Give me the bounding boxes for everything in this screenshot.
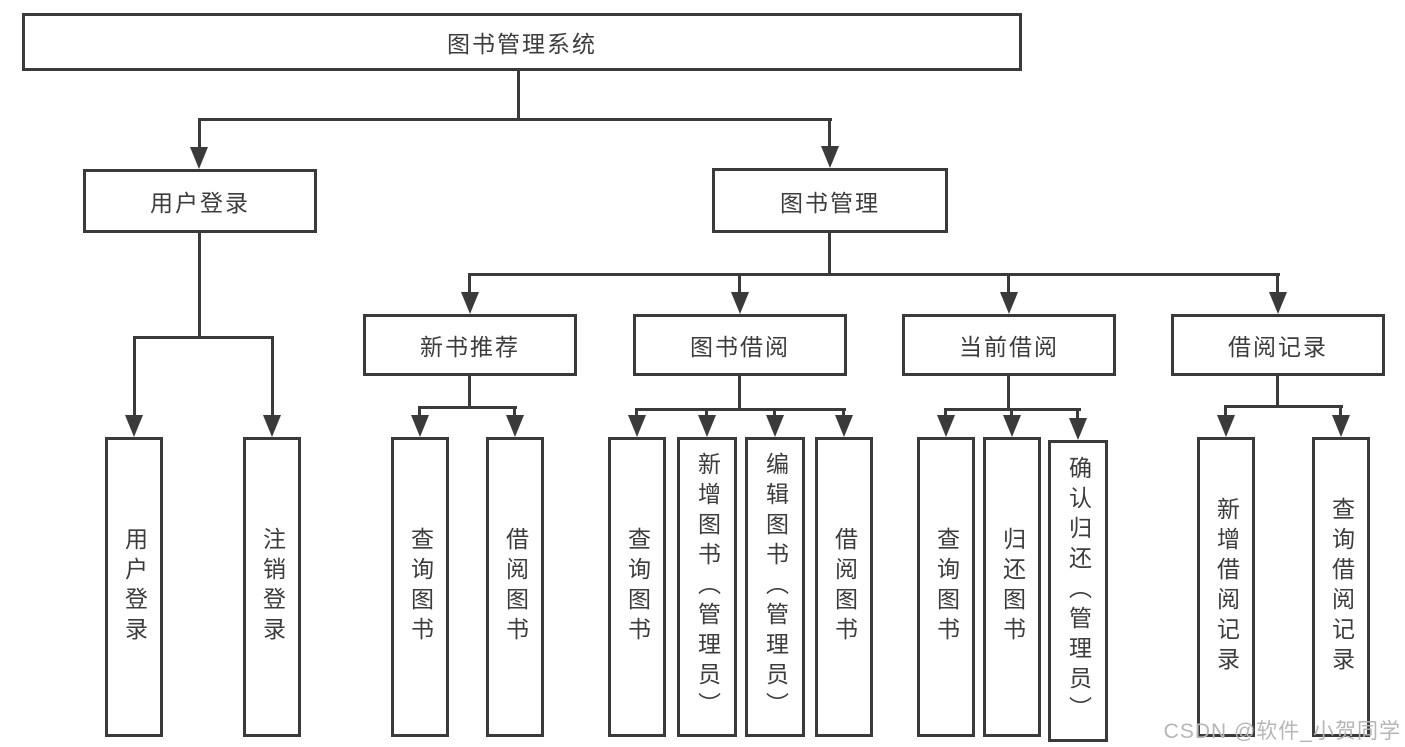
edge-to-leaf-user-login xyxy=(133,336,136,417)
leaf-records-query-record: 查询借阅记录 xyxy=(1312,437,1370,737)
edge-book-management-stem xyxy=(828,233,831,273)
node-current-borrow: 当前借阅 xyxy=(902,314,1116,376)
leaf-borrow-borrow-books-label: 借阅图书 xyxy=(831,527,858,647)
edge-to-user-login xyxy=(198,118,201,149)
leaf-current-confirm-return-admin-label: 确认归还（管理员） xyxy=(1065,456,1092,726)
edge-records-split xyxy=(1224,405,1343,408)
arrowhead-book-management xyxy=(821,146,839,168)
edge-to-book-borrow xyxy=(738,273,741,295)
leaf-records-query-record-label: 查询借阅记录 xyxy=(1328,497,1355,677)
leaf-recommend-query-books-label: 查询图书 xyxy=(407,527,434,647)
leaf-logout-label: 注销登录 xyxy=(259,527,286,647)
leaf-current-return-books-label: 归还图书 xyxy=(999,527,1026,647)
leaf-borrow-query-books-label: 查询图书 xyxy=(624,527,651,647)
leaf-user-login: 用户登录 xyxy=(105,437,163,737)
node-book-borrow-label: 图书借阅 xyxy=(690,334,790,360)
edge-recommend-split xyxy=(418,406,517,409)
leaf-recommend-borrow-books-label: 借阅图书 xyxy=(502,527,529,647)
arrowhead-records-add xyxy=(1217,415,1235,437)
arrowhead-new-book-recommend xyxy=(461,292,479,314)
node-root-label: 图书管理系统 xyxy=(447,31,597,57)
edge-borrow-split xyxy=(635,408,846,411)
leaf-borrow-edit-books-admin-label: 编辑图书（管理员） xyxy=(762,452,789,722)
edge-to-records-query xyxy=(1339,405,1342,418)
node-borrow-records-label: 借阅记录 xyxy=(1228,334,1328,360)
edge-user-login-split xyxy=(133,336,274,339)
arrowhead-user-login xyxy=(190,147,208,169)
edge-to-current-return xyxy=(1010,408,1013,418)
edge-to-book-management xyxy=(828,118,831,148)
arrowhead-current-confirm xyxy=(1069,418,1087,440)
leaf-borrow-borrow-books: 借阅图书 xyxy=(815,437,873,737)
leaf-logout: 注销登录 xyxy=(243,437,301,737)
leaf-records-add-record: 新增借阅记录 xyxy=(1197,437,1255,737)
node-current-borrow-label: 当前借阅 xyxy=(959,334,1059,360)
arrowhead-current-query xyxy=(937,415,955,437)
arrowhead-recommend-borrow xyxy=(506,415,524,437)
edge-recommend-stem xyxy=(468,376,471,406)
arrowhead-current-borrow xyxy=(1000,292,1018,314)
leaf-borrow-add-books-admin-label: 新增图书（管理员） xyxy=(694,452,721,722)
edge-to-borrow-records xyxy=(1276,273,1279,295)
node-book-borrow: 图书借阅 xyxy=(633,314,847,376)
edge-to-borrow-query xyxy=(635,408,638,418)
leaf-records-add-record-label: 新增借阅记录 xyxy=(1213,497,1240,677)
node-user-login-label: 用户登录 xyxy=(150,190,250,216)
leaf-borrow-query-books: 查询图书 xyxy=(608,437,666,737)
node-new-book-recommend-label: 新书推荐 xyxy=(420,334,520,360)
edge-to-current-borrow xyxy=(1007,273,1010,295)
edge-to-leaf-logout xyxy=(271,336,274,417)
arrowhead-recommend-query xyxy=(411,415,429,437)
leaf-borrow-add-books-admin: 新增图书（管理员） xyxy=(677,437,737,737)
arrowhead-records-query xyxy=(1332,415,1350,437)
edge-book-management-split xyxy=(469,273,1280,276)
edge-to-borrow-edit xyxy=(773,408,776,418)
arrowhead-leaf-logout xyxy=(263,415,281,437)
edge-user-login-stem xyxy=(198,233,201,336)
leaf-current-confirm-return-admin: 确认归还（管理员） xyxy=(1048,440,1108,742)
edge-to-new-book-recommend xyxy=(468,273,471,295)
edge-to-recommend-query xyxy=(418,406,421,418)
leaf-recommend-borrow-books: 借阅图书 xyxy=(486,437,544,737)
node-user-login: 用户登录 xyxy=(83,169,317,233)
arrowhead-borrow-add xyxy=(698,415,716,437)
leaf-recommend-query-books: 查询图书 xyxy=(391,437,449,737)
leaf-borrow-edit-books-admin: 编辑图书（管理员） xyxy=(745,437,805,737)
leaf-current-return-books: 归还图书 xyxy=(983,437,1041,737)
arrowhead-borrow-edit xyxy=(766,415,784,437)
leaf-current-query-books-label: 查询图书 xyxy=(933,527,960,647)
node-borrow-records: 借阅记录 xyxy=(1171,314,1385,376)
arrowhead-borrow-records xyxy=(1269,292,1287,314)
edge-current-stem xyxy=(1007,376,1010,408)
edge-root-stem xyxy=(517,70,520,118)
edge-to-records-add xyxy=(1224,405,1227,418)
edge-to-current-confirm xyxy=(1076,408,1079,421)
leaf-current-query-books: 查询图书 xyxy=(917,437,975,737)
edge-records-stem xyxy=(1276,376,1279,405)
node-book-management: 图书管理 xyxy=(712,168,948,233)
edge-borrow-stem xyxy=(738,376,741,408)
arrowhead-leaf-user-login xyxy=(125,415,143,437)
edge-to-current-query xyxy=(944,408,947,418)
csdn-watermark: CSDN @软件_小贺同学 xyxy=(1163,720,1401,743)
edge-to-borrow-add xyxy=(705,408,708,418)
node-root: 图书管理系统 xyxy=(22,13,1022,71)
node-book-management-label: 图书管理 xyxy=(780,189,880,216)
arrowhead-current-return xyxy=(1003,415,1021,437)
edge-to-borrow-borrow xyxy=(842,408,845,418)
arrowhead-book-borrow xyxy=(731,292,749,314)
edge-root-split xyxy=(198,118,832,121)
edge-to-recommend-borrow xyxy=(513,406,516,418)
arrowhead-borrow-borrow xyxy=(835,415,853,437)
arrowhead-borrow-query xyxy=(628,415,646,437)
node-new-book-recommend: 新书推荐 xyxy=(363,314,577,376)
leaf-user-login-label: 用户登录 xyxy=(121,527,148,647)
